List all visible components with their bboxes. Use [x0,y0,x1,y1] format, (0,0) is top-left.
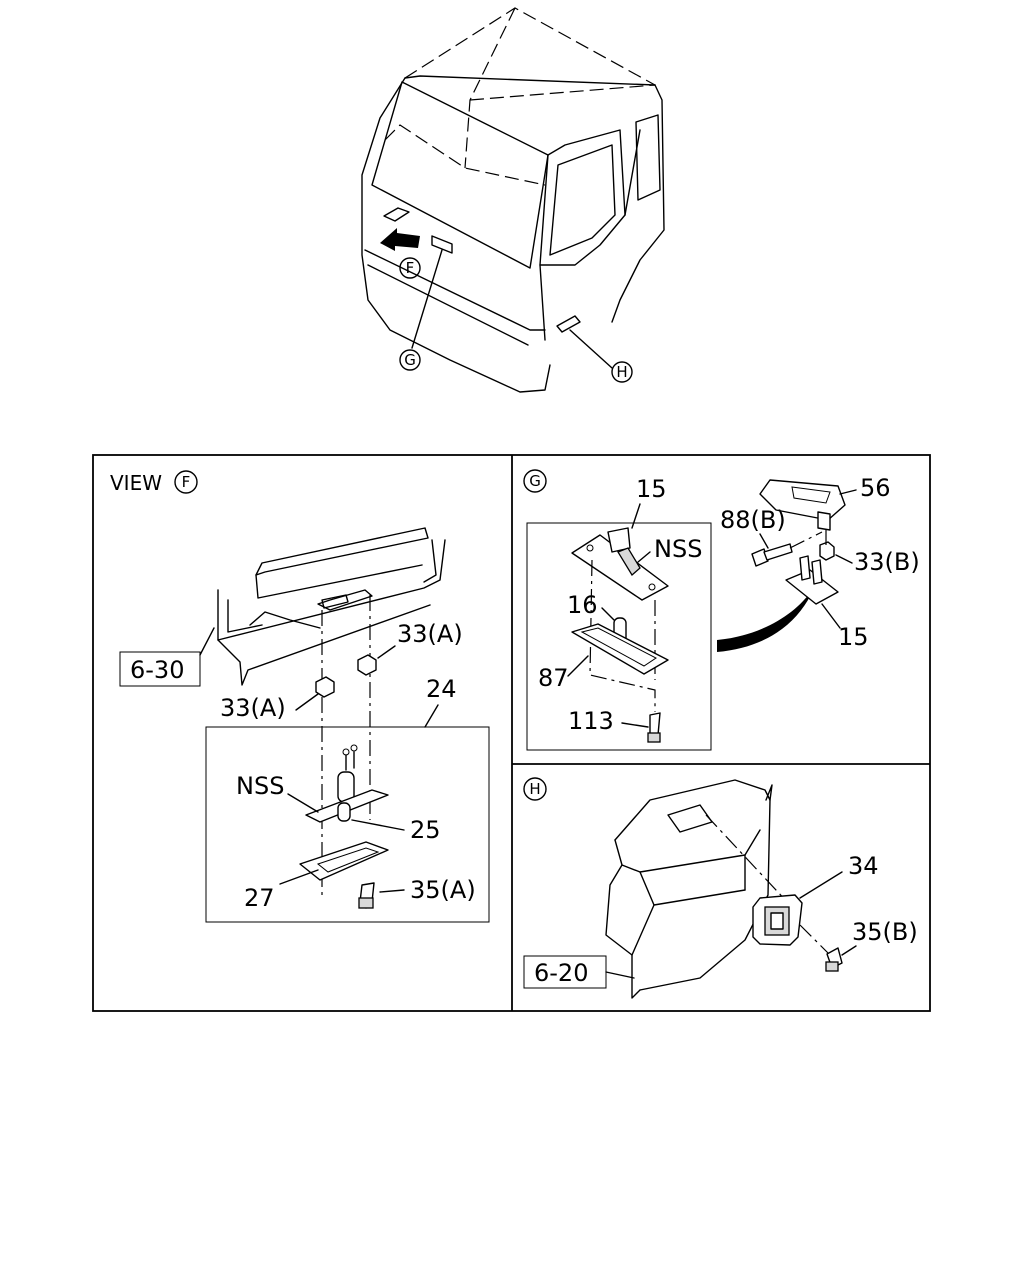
svg-text:88(B): 88(B) [720,506,786,534]
svg-text:NSS: NSS [236,772,284,800]
panel-h-circle: H [529,780,540,798]
panel-h: H 34 35(B) 6-20 [523,777,918,999]
svg-text:56: 56 [860,474,891,502]
svg-text:15: 15 [838,623,869,651]
assembly-box-24 [205,726,490,923]
ref-box-6-30 [119,651,201,687]
svg-text:33(A): 33(A) [220,694,286,722]
panel-g: G 15 NSS 16 87 113 56 [523,469,920,751]
svg-text:34: 34 [848,852,879,880]
callout-f: F [399,257,421,279]
svg-text:F: F [406,259,415,277]
callout-g: G [399,349,421,371]
view-title: VIEW [110,471,162,495]
panel-g-circle: G [529,472,541,490]
view-title-circle: F [182,473,191,491]
truck-cab-overview [361,7,665,393]
callout-h: H [611,361,633,383]
svg-text:16: 16 [567,591,598,619]
svg-text:113: 113 [568,707,614,735]
svg-text:NSS: NSS [654,535,702,563]
svg-text:G: G [404,351,416,369]
svg-text:35(A): 35(A) [410,876,476,904]
svg-text:6-20: 6-20 [534,959,588,987]
svg-text:27: 27 [244,884,275,912]
assembly-box-15 [526,522,712,751]
svg-text:87: 87 [538,664,569,692]
svg-text:35(B): 35(B) [852,918,918,946]
svg-text:25: 25 [410,816,441,844]
panel-view-f: VIEW F 6-30 33(A) 33(A) 24 [110,470,490,923]
svg-text:6-30: 6-30 [130,656,184,684]
svg-text:33(B): 33(B) [854,548,920,576]
svg-text:33(A): 33(A) [397,620,463,648]
svg-text:H: H [616,363,627,381]
svg-text:15: 15 [636,475,667,503]
svg-text:24: 24 [426,675,457,703]
